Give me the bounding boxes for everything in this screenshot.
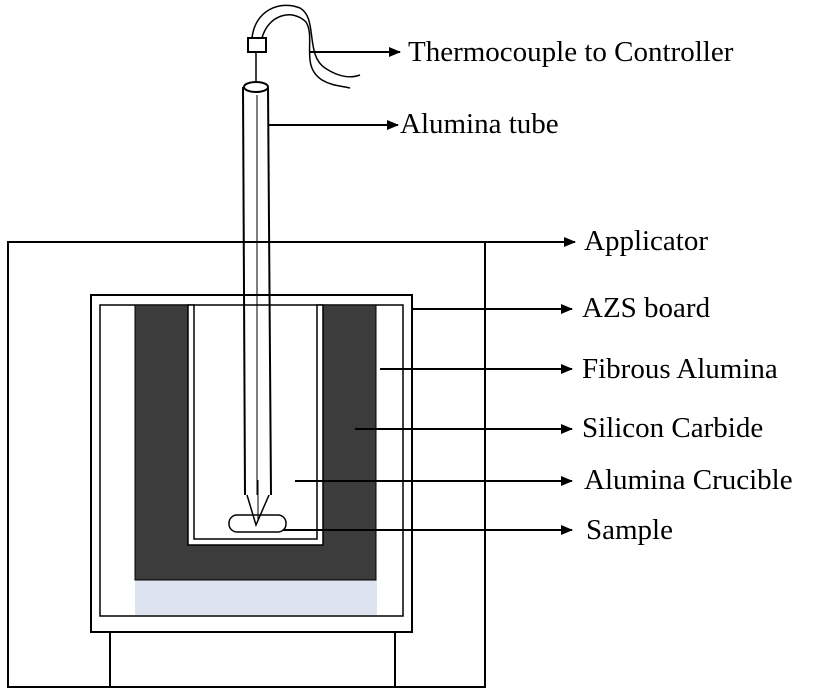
fibrous-alumina-layer (99, 304, 404, 617)
alumina-tube-right-wall (267, 86, 272, 496)
label-alumina-crucible: Alumina Crucible (584, 464, 793, 496)
alumina-tube-left-wall (242, 86, 246, 496)
label-thermocouple: Thermocouple to Controller (408, 36, 734, 68)
label-alumina-tube: Alumina tube (400, 108, 559, 140)
applicator-box (7, 241, 486, 688)
thermocouple-tip (246, 494, 270, 528)
azs-board (90, 294, 413, 633)
thermocouple-connector (247, 37, 267, 53)
label-sample: Sample (586, 514, 673, 546)
label-silicon-carbide: Silicon Carbide (582, 412, 763, 444)
alumina-tube-top-opening (243, 81, 269, 93)
alumina-crucible (187, 304, 324, 546)
label-azs-board: AZS board (582, 292, 711, 324)
label-fibrous-alumina: Fibrous Alumina (582, 353, 778, 385)
thermocouple-wire-2 (261, 14, 351, 89)
base-layer (135, 580, 377, 615)
label-applicator: Applicator (584, 225, 708, 257)
thermocouple-wire-1 (251, 4, 361, 78)
